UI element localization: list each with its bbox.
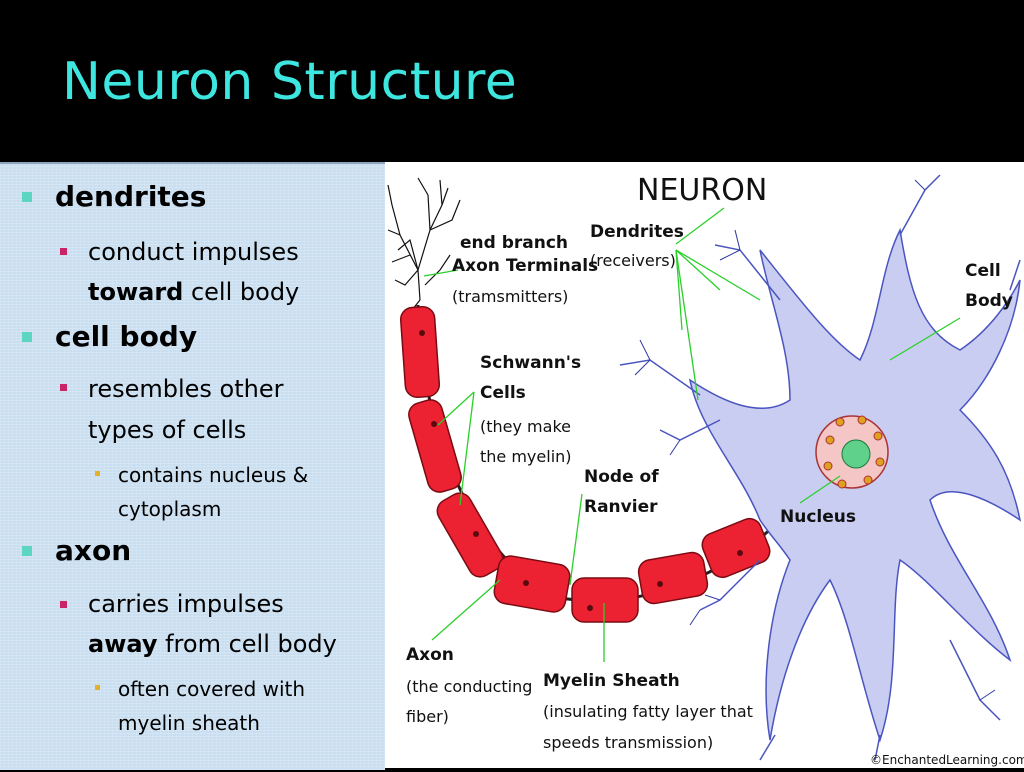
label-schwanns: Schwann's: [480, 353, 581, 373]
emphasis-away: away: [88, 630, 158, 658]
bullet-cell-body: cell body: [55, 320, 198, 353]
bullet-marker: [22, 546, 32, 556]
schwann-cell-segment: [637, 551, 709, 605]
label-the-myelin: the myelin): [480, 447, 572, 466]
schwann-cell-segment: [701, 517, 771, 579]
schwann-cell-segment: [436, 492, 504, 578]
bullet-dendrites: dendrites: [55, 180, 207, 213]
diagram-labels: NEURON end branch Axon Terminals (tramsm…: [406, 173, 1024, 767]
dendrites-point-line2: toward cell body: [88, 272, 299, 312]
nucleus-granules: [823, 415, 885, 489]
bullet-panel: dendrites conduct impulses toward cell b…: [0, 162, 385, 770]
label-myelin-sheath: Myelin Sheath: [543, 671, 680, 691]
label-fiber: fiber): [406, 707, 449, 726]
cellbody-point-line2: types of cells: [88, 416, 247, 444]
nucleolus: [841, 439, 871, 469]
schwann-cell-segment: [408, 399, 462, 493]
label-nucleus: Nucleus: [780, 507, 856, 527]
schwann-cell-segment: [571, 577, 639, 623]
axon-terminal-branches: [387, 177, 461, 311]
cellbody-detail-line1: contains nucleus &: [118, 463, 309, 487]
label-dendrites: Dendrites: [590, 222, 684, 242]
dendrite-branchlets: [634, 179, 996, 701]
axon-point-rest: from cell body: [157, 630, 337, 658]
axon-detail-line2: myelin sheath: [118, 711, 260, 735]
cellbody-point-line1: resembles other: [88, 375, 284, 403]
leader-lines: [423, 207, 961, 662]
axon-point-line1: carries impulses: [88, 590, 284, 618]
diagram-heading: NEURON: [637, 173, 767, 208]
myelin-segments: [399, 305, 771, 623]
dendrites-point-rest: cell body: [183, 278, 300, 306]
label-node-of: Node of: [584, 467, 659, 487]
schwann-nuclei: [419, 330, 743, 611]
label-axon: Axon: [406, 645, 454, 665]
slide-title: Neuron Structure: [62, 52, 518, 112]
label-the-conducting: (the conducting: [406, 677, 532, 696]
schwann-cell-segment: [493, 555, 571, 613]
label-speeds: speeds transmission): [543, 733, 713, 752]
sub-sub-bullet-marker: [95, 685, 100, 690]
schwann-cell-segment: [399, 305, 441, 399]
credit-text: ©EnchantedLearning.com: [870, 753, 1024, 767]
label-transmitters: (tramsmitters): [452, 287, 568, 306]
dendrites-point-line1: conduct impulses: [88, 238, 299, 266]
sub-sub-bullet-marker: [95, 471, 100, 476]
label-insulating: (insulating fatty layer that: [543, 702, 753, 721]
sub-bullet-marker: [60, 601, 67, 608]
label-cell: Cell: [965, 261, 1001, 281]
neuron-diagram: NEURON end branch Axon Terminals (tramsm…: [387, 173, 1024, 767]
axon-detail-line1: often covered with: [118, 677, 306, 701]
cellbody-detail-line2: cytoplasm: [118, 497, 222, 521]
sub-bullet-marker: [60, 384, 67, 391]
bullet-marker: [22, 332, 32, 342]
neuron-diagram-panel: NEURON end branch Axon Terminals (tramsm…: [385, 162, 1024, 768]
label-body: Body: [965, 291, 1013, 311]
title-bar: Neuron Structure: [0, 0, 1024, 160]
label-cells: Cells: [480, 383, 526, 403]
label-ranvier: Ranvier: [584, 497, 658, 517]
label-end-branch: end branch: [460, 233, 568, 253]
axon-point-line2: away from cell body: [88, 624, 337, 664]
bullet-marker: [22, 192, 32, 202]
emphasis-toward: toward: [88, 278, 184, 306]
sub-bullet-marker: [60, 248, 67, 255]
label-axon-terminals: Axon Terminals: [452, 256, 598, 276]
label-they-make: (they make: [480, 417, 571, 436]
label-receivers: (receivers): [590, 251, 676, 270]
bullet-axon: axon: [55, 534, 132, 567]
